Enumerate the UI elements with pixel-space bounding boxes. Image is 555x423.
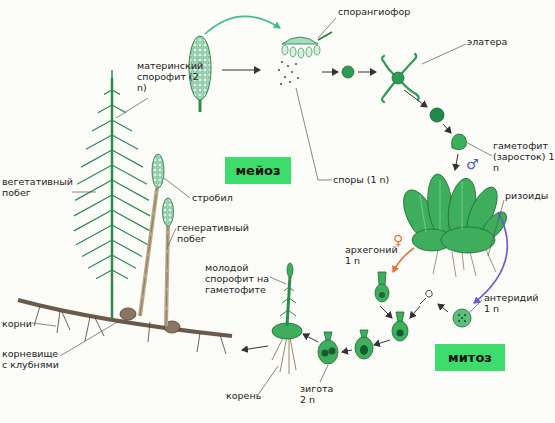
part-label: гаметофит (заросток) 1 n <box>493 140 555 173</box>
part-label: вегетативный побег <box>2 176 74 198</box>
process-box: мейоз <box>225 157 291 184</box>
part-label: споры (1 n) <box>333 174 403 185</box>
process-name: мейоз <box>235 163 280 178</box>
process-box: митоз <box>435 344 505 371</box>
rhizome <box>18 300 232 354</box>
part-label: стробил <box>192 192 252 203</box>
part-label: антеридий 1 n <box>484 292 540 314</box>
leader-lines <box>32 18 504 395</box>
part-label: зигота 2 n <box>300 383 342 405</box>
spore-stage <box>189 16 466 170</box>
part-label: материнский спорофит (2 n) <box>137 60 207 93</box>
part-label: архегоний 1 n <box>345 244 401 266</box>
part-label: генеративный побег <box>177 222 249 244</box>
part-label: корни <box>2 318 42 329</box>
process-name: митоз <box>448 350 492 365</box>
part-label: спорангиофор <box>338 6 428 17</box>
part-label: ризоиды <box>505 190 555 201</box>
vegetative-shoot <box>74 70 150 318</box>
part-label: корневище с клубнями <box>2 348 60 370</box>
part-label: корень <box>226 390 271 401</box>
male-symbol: ♂ <box>466 156 482 172</box>
part-label: молодой спорофит на гаметофите <box>205 262 281 295</box>
gametophyte-cluster <box>397 173 511 277</box>
generative-shoot <box>140 154 174 326</box>
male-arrow <box>474 212 507 303</box>
part-label: элатера <box>467 36 527 47</box>
